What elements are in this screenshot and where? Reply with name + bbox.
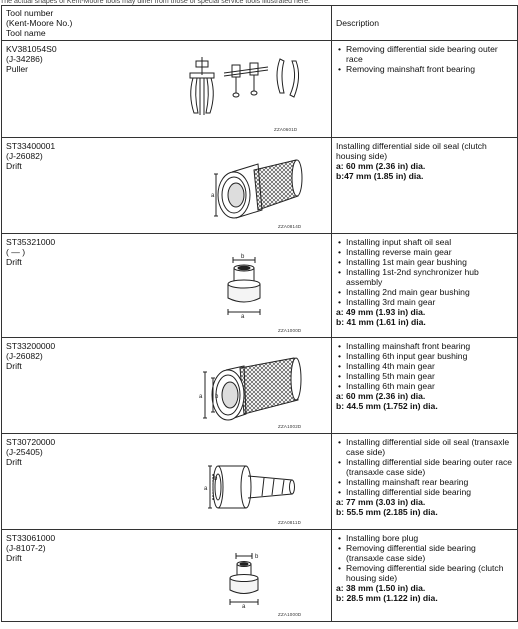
kent-moore-number: (J-34286) — [6, 54, 43, 64]
use-item: Removing differential side bearing (tran… — [336, 543, 513, 563]
use-item: Installing 1st main gear bushing — [336, 257, 513, 267]
figure-code: ZZA0811D — [278, 520, 302, 525]
tool-cell: KV381054S0 (J-34286) Puller — [1, 40, 332, 138]
table-row: ST30720000 (J-25405) Drift — [1, 433, 518, 530]
special-service-tools-table: Tool number (Kent-Moore No.) Tool name D… — [1, 5, 518, 622]
table-row: KV381054S0 (J-34286) Puller — [1, 40, 518, 138]
header-tool-number: Tool number — [6, 8, 54, 18]
top-note: The actual shapes of Kent-Moore tools ma… — [0, 0, 310, 5]
table-header-row: Tool number (Kent-Moore No.) Tool name D… — [1, 5, 518, 41]
use-item: Installing differential side oil seal (t… — [336, 437, 513, 457]
tool-number: ST33061000 — [6, 533, 56, 543]
dimension-b-label: b — [255, 554, 259, 560]
tool-number: ST33400001 — [6, 141, 56, 151]
puller-illustration — [189, 57, 300, 115]
tool-cell: ST35321000 ( — ) Drift — [1, 233, 332, 338]
spec-a: a: 77 mm (3.03 in) dia. — [336, 497, 426, 507]
figure-code: ZZA0814D — [278, 224, 302, 229]
spec-b: b: 44.5 mm (1.752 in) dia. — [336, 401, 438, 411]
table-row: ST33400001 (J-26082) Drift — [1, 137, 518, 234]
use-item: Removing differential side bearing (clut… — [336, 563, 513, 583]
description-cell: Removing differential side bearing outer… — [331, 40, 518, 138]
use-item: Removing differential side bearing outer… — [336, 44, 513, 64]
spec-a: a: 49 mm (1.93 in) dia. — [336, 307, 426, 317]
use-item: Installing mainshaft rear bearing — [336, 477, 513, 487]
figure-code: ZZA1002D — [278, 424, 302, 429]
drift-illustration: a — [211, 159, 303, 219]
description-cell: Installing mainshaft front bearing Insta… — [331, 337, 518, 434]
spec-b: b: 55.5 mm (2.185 in) dia. — [336, 507, 438, 517]
tool-name: Drift — [6, 257, 22, 267]
description-cell: Installing bore plug Removing differenti… — [331, 529, 518, 622]
dimension-a-label: a — [211, 193, 215, 199]
table-row: ST33061000 (J-8107-2) Drift — [1, 529, 518, 622]
description-cell: Installing differential side oil seal (t… — [331, 433, 518, 530]
use-item: Installing 6th main gear — [336, 381, 513, 391]
dimension-a-label: a — [241, 314, 245, 320]
kent-moore-number: (J-26082) — [6, 351, 43, 361]
dimension-a-label: a — [199, 394, 203, 400]
tool-cell: ST33400001 (J-26082) Drift — [1, 137, 332, 234]
use-item: Installing bore plug — [336, 533, 513, 543]
kent-moore-number: (J-8107-2) — [6, 543, 46, 553]
spec-a: a: 38 mm (1.50 in) dia. — [336, 583, 426, 593]
tool-number: ST35321000 — [6, 237, 56, 247]
tool-number: KV381054S0 — [6, 44, 57, 54]
use-item: Installing 2nd main gear bushing — [336, 287, 513, 297]
description-cell: Installing differential side oil seal (c… — [331, 137, 518, 234]
use-item: Installing reverse main gear — [336, 247, 513, 257]
figure-code: ZZA1000D — [278, 612, 302, 617]
tool-number: ST33200000 — [6, 341, 56, 351]
use-item: Installing 3rd main gear — [336, 297, 513, 307]
use-item: Installing 1st-2nd synchronizer hub asse… — [336, 267, 513, 287]
header-kent-moore: (Kent-Moore No.) — [6, 18, 73, 28]
table-row: ST35321000 ( — ) Drift — [1, 233, 518, 338]
kent-moore-number: (J-26082) — [6, 151, 43, 161]
spec-b: b: 41 mm (1.61 in) dia. — [336, 317, 426, 327]
tool-number: ST30720000 — [6, 437, 56, 447]
use-item: Installing input shaft oil seal — [336, 237, 513, 247]
drift-illustration: a b — [204, 465, 295, 509]
use-item: Installing 5th main gear — [336, 371, 513, 381]
tool-name: Drift — [6, 457, 22, 467]
use-item: Installing 4th main gear — [336, 361, 513, 371]
tool-name: Puller — [6, 64, 28, 74]
spec-b: b: 28.5 mm (1.122 in) dia. — [336, 593, 438, 603]
use-item: Installing mainshaft front bearing — [336, 341, 513, 351]
dimension-b-label: b — [215, 394, 219, 400]
drift-illustration: b a — [229, 553, 259, 610]
use-item: Installing 6th input gear bushing — [336, 351, 513, 361]
figure-code: ZZA0601D — [274, 127, 298, 132]
dimension-a-label: a — [204, 486, 208, 492]
use-item: Installing differential side bearing — [336, 487, 513, 497]
header-tool-name: Tool name — [6, 28, 46, 38]
header-description: Description — [331, 5, 518, 41]
header-tool-cell: Tool number (Kent-Moore No.) Tool name — [1, 5, 332, 41]
tool-name: Drift — [6, 553, 22, 563]
drift-illustration: b a — [227, 254, 261, 320]
spec-a: a: 60 mm (2.36 in) dia. — [336, 161, 426, 171]
tool-cell: ST30720000 (J-25405) Drift — [1, 433, 332, 530]
tool-cell: ST33200000 (J-26082) Drift — [1, 337, 332, 434]
figure-code: ZZA1000D — [278, 328, 302, 333]
spec-a: a: 60 mm (2.36 in) dia. — [336, 391, 426, 401]
use-item: Installing differential side bearing out… — [336, 457, 513, 477]
tool-name: Drift — [6, 361, 22, 371]
dimension-b-label: b — [241, 254, 245, 260]
table-row: ST33200000 (J-26082) Drift — [1, 337, 518, 434]
description-cell: Installing input shaft oil seal Installi… — [331, 233, 518, 338]
tool-cell: ST33061000 (J-8107-2) Drift — [1, 529, 332, 622]
use-item: Removing mainshaft front bearing — [336, 64, 513, 74]
kent-moore-number: (J-25405) — [6, 447, 43, 457]
spec-b: b:47 mm (1.85 in) dia. — [336, 171, 424, 181]
dimension-b-label: b — [214, 476, 218, 482]
use-text: Installing differential side oil seal (c… — [336, 141, 487, 161]
drift-illustration: a b — [199, 357, 302, 421]
kent-moore-number: ( — ) — [6, 247, 26, 257]
dimension-a-label: a — [242, 604, 246, 610]
tool-name: Drift — [6, 161, 22, 171]
